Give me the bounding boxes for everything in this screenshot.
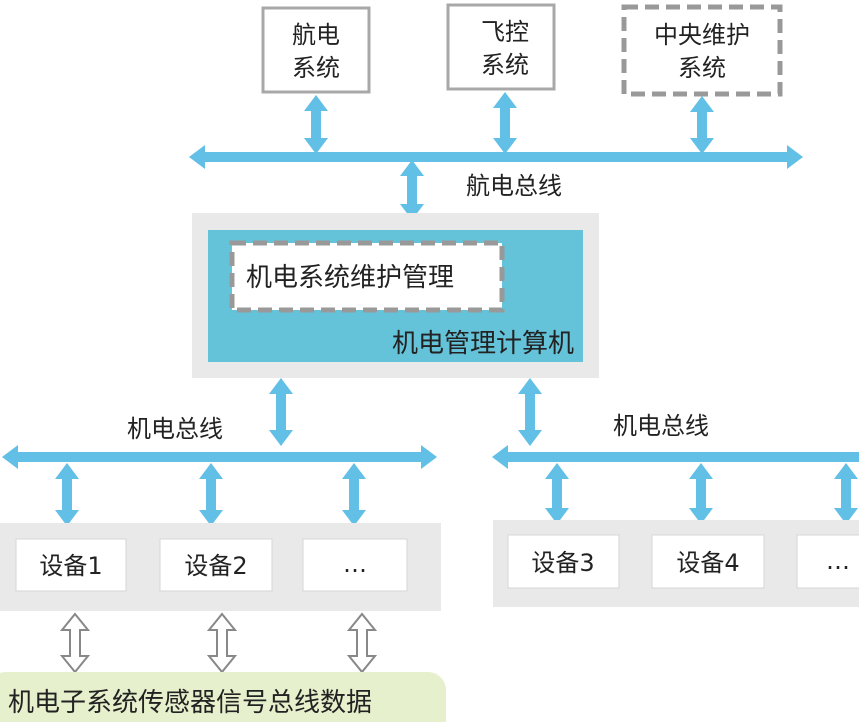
flight-control-connector xyxy=(493,92,517,154)
left-bus-computer-connector xyxy=(269,378,293,446)
device-more-right-connector xyxy=(834,463,858,524)
flight-control-system-line1: 飞控 xyxy=(481,18,529,46)
right-bus-computer-connector xyxy=(518,378,542,446)
central-maintenance-system-box: 中央维护 系统 xyxy=(621,4,783,97)
computer-title: 机电管理计算机 xyxy=(392,329,574,359)
maintenance-management-label: 机电系统维护管理 xyxy=(246,263,454,293)
central-maintenance-connector xyxy=(690,96,714,154)
right-bus-label: 机电总线 xyxy=(613,412,709,440)
device-more-left-box: … xyxy=(302,538,408,592)
device3-label: 设备3 xyxy=(531,549,594,577)
central-maintenance-system-line1: 中央维护 xyxy=(654,21,750,49)
device2-connector xyxy=(199,463,223,526)
device1-label: 设备1 xyxy=(39,552,102,580)
avionics-system-box: 航电 系统 xyxy=(261,6,371,94)
sensor-bus-panel xyxy=(0,672,446,722)
flight-control-system-box: 飞控 系统 xyxy=(446,3,556,91)
device1-connector xyxy=(55,463,79,526)
sensor-bus-label: 机电子系统传感器信号总线数据 xyxy=(8,688,372,718)
right-bus-arrow xyxy=(492,445,859,469)
avionics-system-connector xyxy=(304,95,328,154)
central-maintenance-system-line2: 系统 xyxy=(678,54,726,82)
sensor-connector-3 xyxy=(346,612,378,674)
device-more-left-label: … xyxy=(343,550,367,578)
device4-label: 设备4 xyxy=(676,549,739,577)
device3-box: 设备3 xyxy=(507,534,620,589)
left-device-connectors xyxy=(55,463,366,526)
maintenance-management-box xyxy=(229,240,505,313)
sensor-connectors xyxy=(59,612,378,674)
computer-avionics-connector xyxy=(400,160,424,220)
device-more-right-box: … xyxy=(796,534,859,589)
avionics-bus-arrow xyxy=(189,145,803,169)
sensor-connector-1 xyxy=(59,612,91,674)
device-more-right-label: … xyxy=(826,547,850,575)
device1-box: 设备1 xyxy=(15,538,127,592)
sensor-connector-2 xyxy=(206,612,238,674)
device4-box: 设备4 xyxy=(651,534,765,589)
device2-box: 设备2 xyxy=(159,538,273,592)
avionics-bus-label: 航电总线 xyxy=(466,172,562,200)
device4-connector xyxy=(689,463,713,524)
avionics-system-line2: 系统 xyxy=(292,54,340,82)
device3-connector xyxy=(545,463,569,524)
left-bus-label: 机电总线 xyxy=(127,415,223,443)
left-bus-arrow xyxy=(2,445,437,469)
flight-control-system-line2: 系统 xyxy=(481,51,529,79)
device-more-left-connector xyxy=(342,463,366,526)
device2-label: 设备2 xyxy=(184,552,247,580)
avionics-system-line1: 航电 xyxy=(292,21,340,49)
right-device-connectors xyxy=(545,463,858,524)
